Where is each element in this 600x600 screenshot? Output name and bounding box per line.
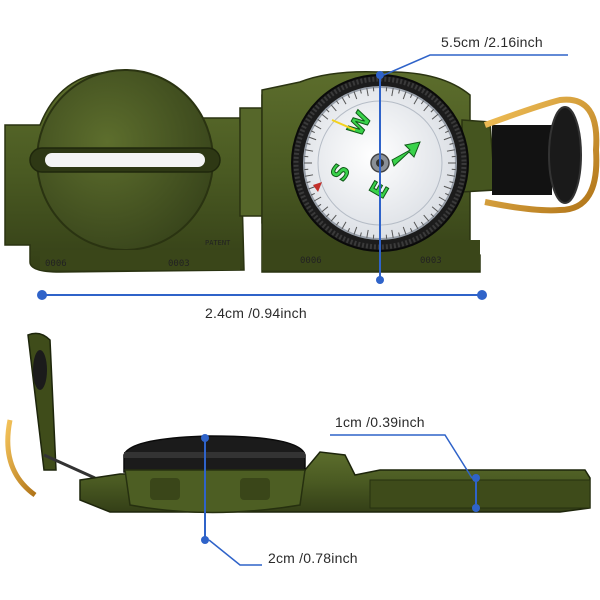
dial-tick xyxy=(325,108,330,113)
dial-tick xyxy=(305,174,314,177)
dial-tick xyxy=(341,221,347,230)
dial-tick xyxy=(347,93,351,98)
compass-side-view xyxy=(5,332,591,566)
dial-tick xyxy=(438,196,447,202)
dial-tick xyxy=(305,149,314,152)
dial-tick xyxy=(420,221,425,226)
dial-tick xyxy=(308,136,317,141)
dial-tick xyxy=(443,136,452,141)
dial-tick xyxy=(330,214,337,222)
north-arrow-icon xyxy=(391,141,421,167)
dial-tick xyxy=(321,206,329,213)
dial-tick xyxy=(313,196,322,202)
diameter-label: 5.5cm /2.16inch xyxy=(441,34,543,50)
dial-tick xyxy=(438,203,443,208)
thickness-label: 2cm /0.78inch xyxy=(268,550,358,566)
brass-ring-side-icon xyxy=(5,419,37,498)
diameter-leader xyxy=(383,54,568,76)
brass-ring-icon xyxy=(483,96,600,214)
dial-tick xyxy=(359,89,362,94)
dial-tick xyxy=(335,100,340,105)
dial-tick xyxy=(443,185,452,190)
plate-ridge xyxy=(40,250,240,270)
dial-tick xyxy=(431,206,439,213)
lanyard-strap xyxy=(492,125,552,195)
svg-text:0003: 0003 xyxy=(168,259,190,269)
luminous-line xyxy=(331,119,356,131)
dial-tick xyxy=(391,88,394,97)
dial-tick xyxy=(449,142,454,145)
dial-tick xyxy=(310,130,315,134)
dial-tick xyxy=(402,226,407,235)
dial-tick xyxy=(413,96,419,105)
dial-tick xyxy=(446,149,455,152)
dial-tick xyxy=(317,203,322,208)
sight-wire xyxy=(45,153,205,167)
dial-tick xyxy=(445,130,450,134)
dial-tick xyxy=(317,118,322,123)
dial-tick xyxy=(402,91,407,100)
dial-tick xyxy=(430,213,435,218)
length-label: 2.4cm /0.94inch xyxy=(205,305,307,321)
dial-ticks xyxy=(304,87,456,239)
dial-tick xyxy=(391,229,394,238)
dial-tick xyxy=(310,192,315,196)
dial-tick xyxy=(335,221,340,226)
dial-tick xyxy=(409,228,413,233)
dial-tick xyxy=(413,221,419,230)
dial-tick xyxy=(438,118,443,123)
dial-tick xyxy=(430,108,435,113)
dial-tick xyxy=(420,100,425,105)
dial-tick xyxy=(445,192,450,196)
dial-tick xyxy=(353,91,358,100)
dial-tick xyxy=(313,124,322,130)
svg-text:0006: 0006 xyxy=(300,256,322,266)
dial-tick xyxy=(366,229,369,238)
height-leader xyxy=(330,434,473,479)
svg-text:0006: 0006 xyxy=(45,259,67,269)
dial-tick xyxy=(325,213,330,218)
dial-tick xyxy=(423,104,430,112)
dial-tick xyxy=(306,181,311,184)
height-label: 1cm /0.39inch xyxy=(335,414,425,430)
dial-tick xyxy=(446,174,455,177)
thickness-leader xyxy=(208,539,262,566)
dial-tick xyxy=(353,226,358,235)
dial-tick xyxy=(431,113,439,120)
dial-tick xyxy=(330,104,337,112)
dial-tick xyxy=(341,96,347,105)
dial-tick xyxy=(398,89,401,94)
dial-tick xyxy=(321,113,329,120)
dial-tick xyxy=(347,228,351,233)
dial-tick xyxy=(438,124,447,130)
dial-tick xyxy=(306,142,311,145)
dial-tick xyxy=(423,214,430,222)
dial-tick xyxy=(449,181,454,184)
dial-tick xyxy=(409,93,413,98)
svg-text:0003: 0003 xyxy=(420,256,442,266)
dial-tick xyxy=(359,232,362,237)
compass-top-view: 0006 0003 PATENT 0006 0003 W S E xyxy=(4,54,600,300)
dial-tick xyxy=(398,232,401,237)
dial-tick xyxy=(366,88,369,97)
svg-text:PATENT: PATENT xyxy=(205,239,231,247)
